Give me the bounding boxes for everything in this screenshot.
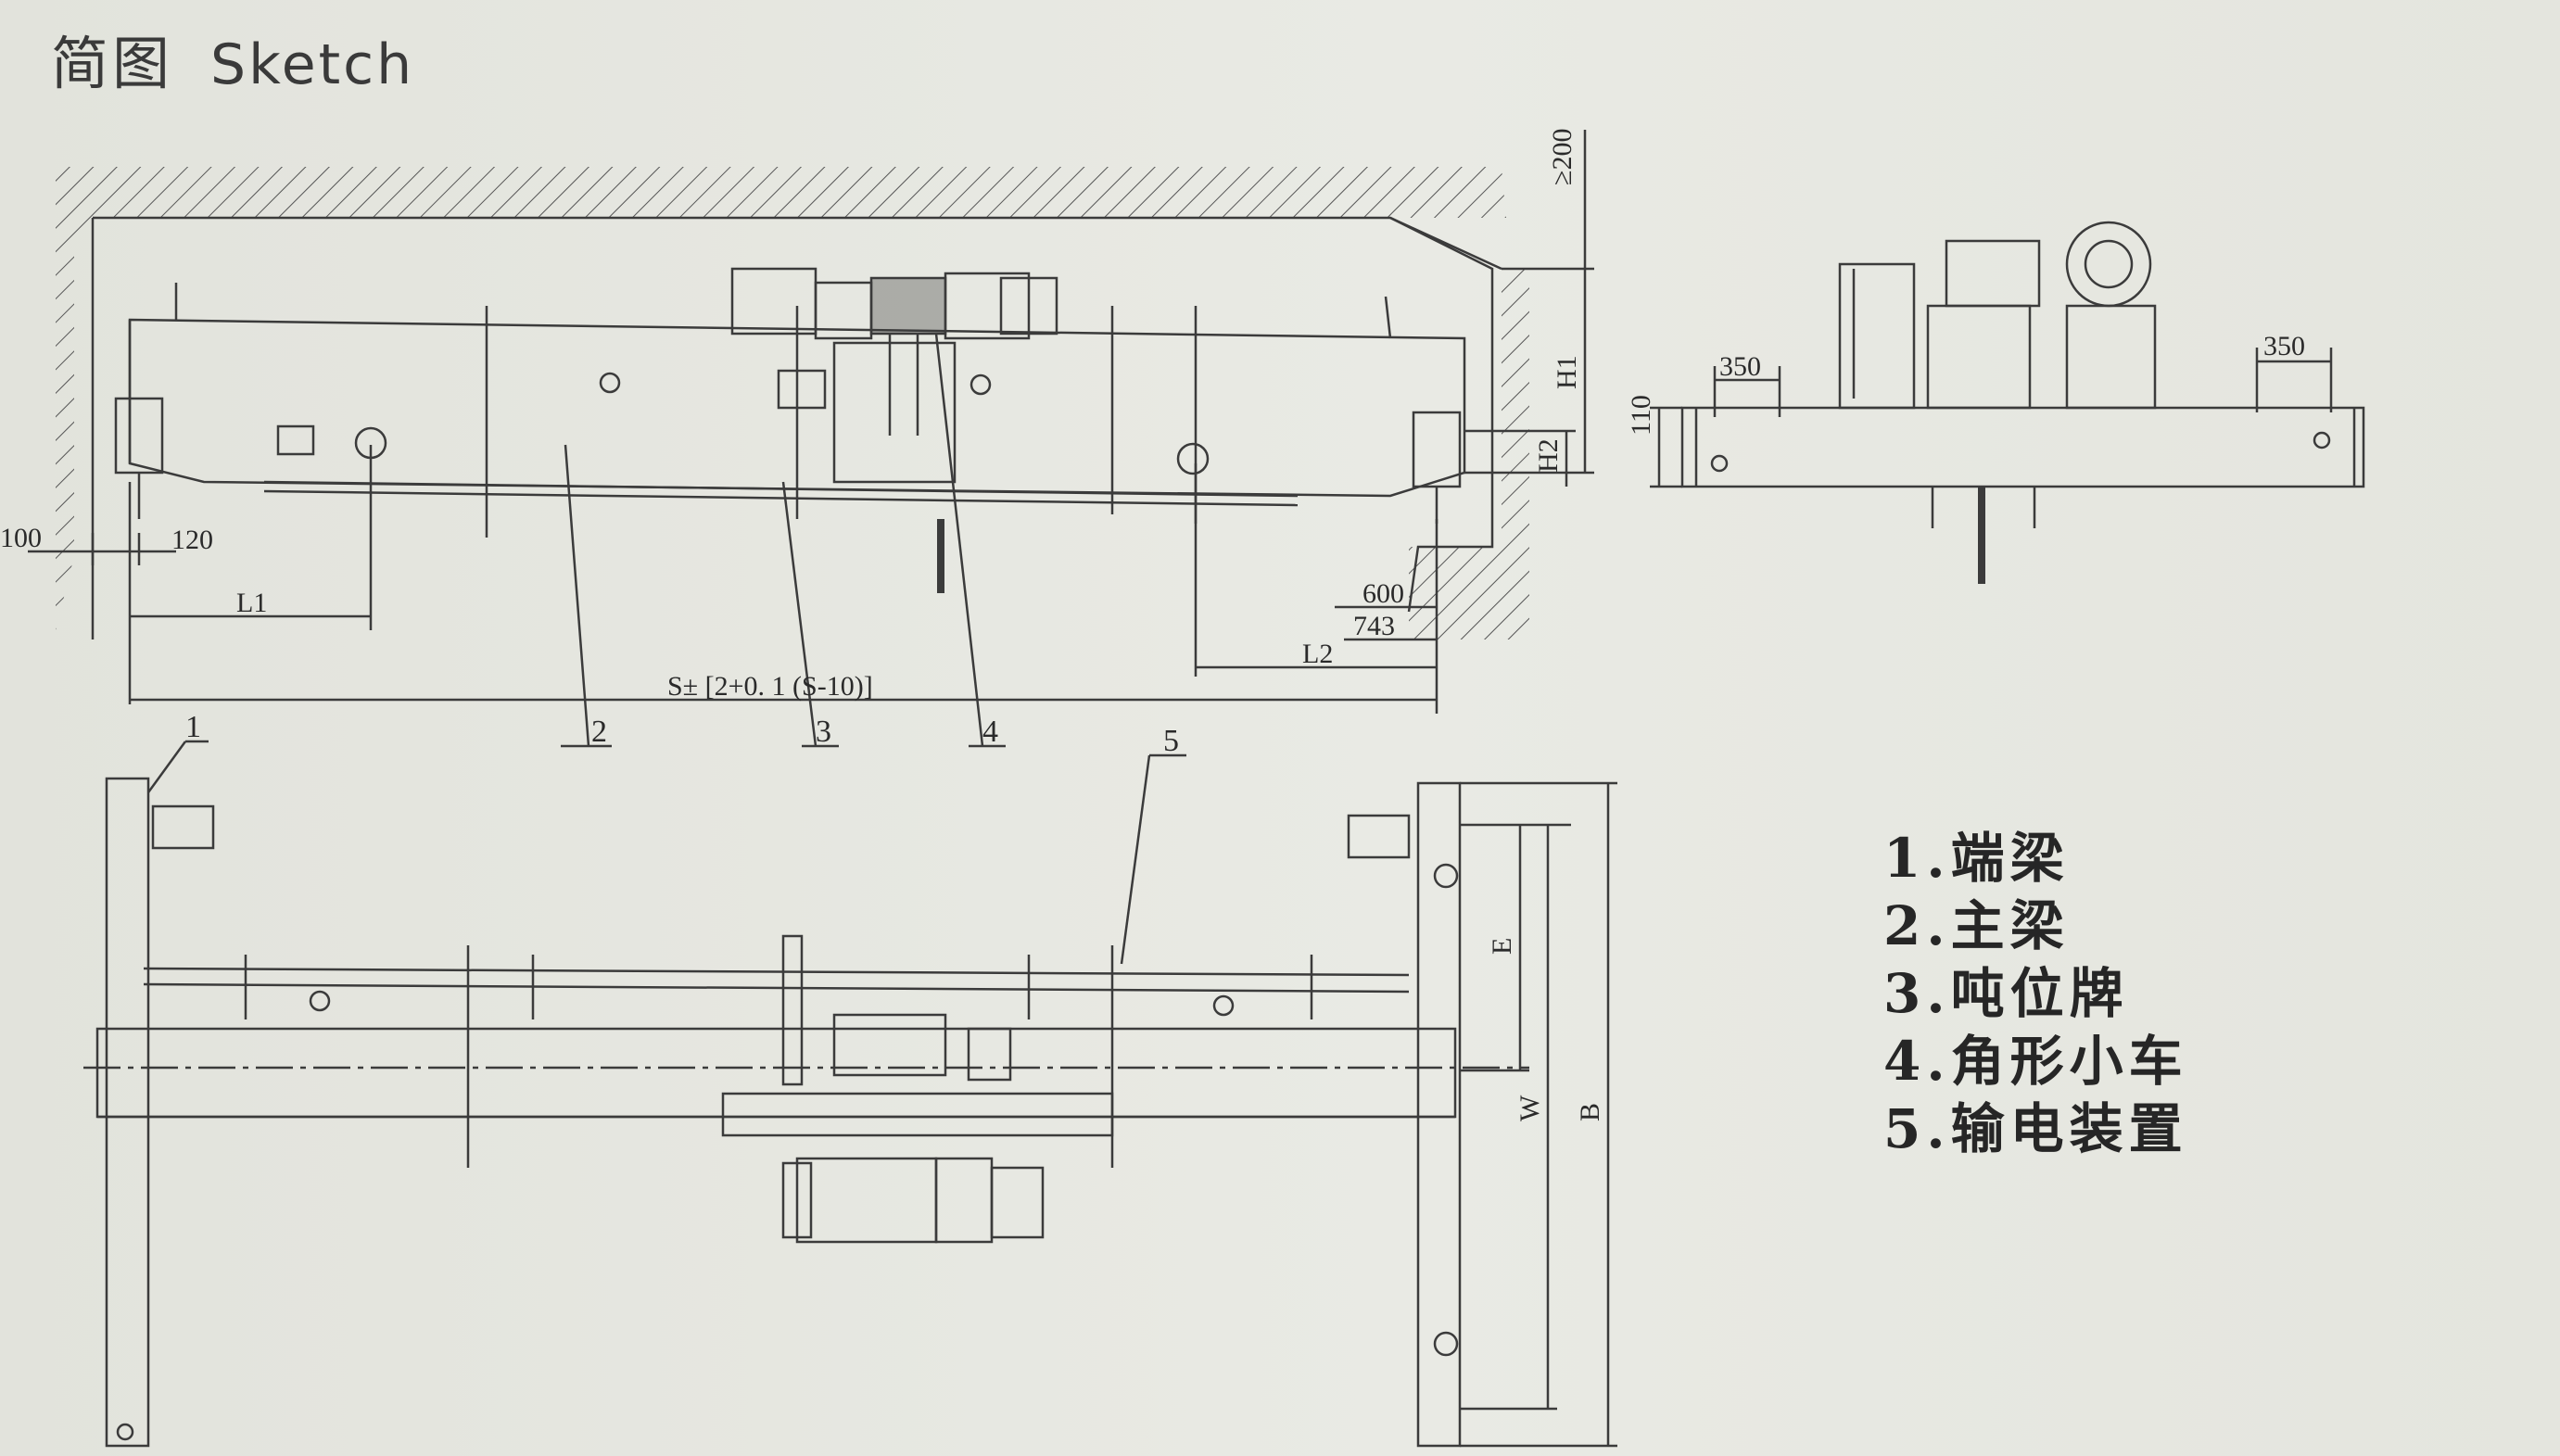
dim-l1: L1: [236, 588, 267, 618]
legend-num: 2.: [1883, 894, 1951, 957]
dim-span-formula: S± [2+0. 1 (S-10)]: [667, 671, 873, 702]
front-elevation: [28, 130, 1594, 748]
legend-item: 1.端梁: [1883, 825, 2188, 893]
legend-num: 1.: [1883, 827, 1951, 890]
legend-item: 2.主梁: [1883, 893, 2188, 960]
dim-top-clearance: ≥200: [1547, 129, 1578, 185]
building-hatch: [56, 167, 1506, 630]
dim-600: 600: [1362, 578, 1404, 609]
dim-350-left: 350: [1719, 351, 1761, 382]
plan-view: [83, 740, 1617, 1448]
plan-end-beam-left: [105, 777, 150, 1448]
dim-h1: H1: [1552, 355, 1582, 389]
dim-100: 100: [0, 523, 42, 553]
dim-e: E: [1487, 938, 1517, 955]
part-number-3: 3: [816, 715, 831, 749]
motor-drum: [2065, 221, 2152, 308]
part-number-1: 1: [185, 710, 201, 744]
plan-end-beam-right: [1416, 781, 1462, 1448]
dim-743: 743: [1353, 611, 1395, 641]
right-wall-hatch: [1502, 269, 1529, 639]
legend-name: 输电装置: [1950, 1097, 2188, 1160]
legend-name: 吨位牌: [1950, 962, 2129, 1025]
right-wall-floor-hatch: [1409, 547, 1502, 639]
legend-item: 4.角形小车: [1883, 1028, 2188, 1095]
part-number-labels: 1 2 3 4 5: [185, 710, 1179, 758]
legend-num: 3.: [1883, 962, 1951, 1025]
side-end-beam: [1680, 406, 2365, 488]
parts-legend: 1.端梁 2.主梁 3.吨位牌 4.角形小车 5.输电装置: [1883, 825, 2188, 1163]
end-carriage-left: [114, 397, 164, 475]
legend-name: 角形小车: [1950, 1030, 2188, 1093]
legend-name: 主梁: [1950, 894, 2070, 957]
drive-motor-left: [151, 804, 215, 850]
part-number-4: 4: [982, 715, 998, 749]
legend-num: 5.: [1883, 1097, 1951, 1160]
dim-w: W: [1514, 1095, 1545, 1121]
page-title: 简图 Sketch: [51, 17, 451, 100]
dim-h2: H2: [1533, 438, 1564, 473]
dim-350-right: 350: [2263, 331, 2305, 361]
dim-b: B: [1575, 1103, 1605, 1121]
part-number-5: 5: [1163, 724, 1179, 758]
drive-motor-right: [1347, 814, 1411, 859]
dim-110: 110: [1626, 395, 1656, 436]
dimension-labels: ≥200 H1 H2 110 350 350 100 120 L1 L2 600…: [0, 129, 2305, 1121]
legend-item: 5.输电装置: [1883, 1095, 2188, 1163]
side-view: [1650, 221, 2365, 584]
title-zh: 简图: [51, 30, 174, 97]
legend-item: 3.吨位牌: [1883, 960, 2188, 1028]
dim-l2: L2: [1302, 639, 1333, 669]
trolley-front: [730, 267, 1058, 593]
dim-120: 120: [171, 525, 213, 555]
legend-num: 4.: [1883, 1030, 1951, 1093]
part-number-2: 2: [591, 715, 607, 749]
trolley-plan: [721, 934, 1114, 1244]
plan-main-girder: [95, 1027, 1457, 1119]
legend-name: 端梁: [1950, 827, 2070, 890]
title-en: Sketch: [210, 32, 415, 97]
